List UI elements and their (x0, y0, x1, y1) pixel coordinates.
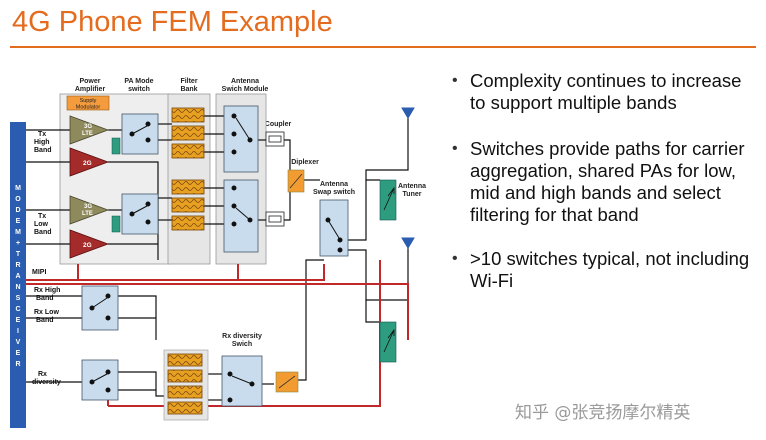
watermark: 知乎 @张竞扬摩尔精英 (515, 403, 691, 423)
label-antenna-switch-module: Antenna (231, 78, 259, 85)
bullet-switch-count: >10 switches typical, not including Wi-F… (452, 248, 762, 292)
supply-modulator (66, 95, 110, 111)
slide-title: 4G Phone FEM Example (12, 6, 333, 38)
antenna-tuner-main (379, 179, 397, 221)
label-pa-mode-switch-2: switch (128, 86, 150, 93)
bullet-complexity: Complexity continues to increase to supp… (452, 70, 762, 114)
pa-mode-switch-low (121, 193, 159, 235)
pa-match-low (111, 215, 121, 233)
rx-diversity-pre-switch (81, 359, 119, 401)
pa-high-2g-label: 2G (83, 160, 92, 167)
antenna-switch-low (223, 179, 259, 253)
diplexers (275, 169, 305, 393)
label-coupler: Coupler (265, 121, 292, 128)
switch-contacts (89, 113, 343, 403)
pa-match-high (111, 137, 121, 155)
label-antenna-swap: Antenna (320, 181, 348, 188)
label-filter-bank-2: Bank (180, 86, 197, 93)
antenna-swap-switch (319, 199, 349, 257)
pa-low-3g (69, 195, 110, 225)
fem-block-diagram: Power Amplifier PA Mode switch Filter Ba… (10, 78, 426, 428)
filter-bank (163, 107, 209, 421)
label-power-amplifier: Power (79, 78, 100, 85)
pa-high-2g (69, 147, 110, 177)
filter-bank-box (167, 93, 211, 265)
section-labels: Power Amplifier PA Mode switch Filter Ba… (75, 78, 426, 348)
antenna-tuners (379, 179, 397, 363)
pa-mode-switch-high (121, 113, 159, 155)
supply-modulator-label: Supply (80, 98, 97, 104)
rx-diversity-switch (221, 355, 263, 407)
label-antenna-swap-2: Swap switch (313, 189, 355, 196)
label-power-amplifier-2: Amplifier (75, 86, 106, 93)
antenna-diversity-icon (401, 237, 415, 249)
title-divider (10, 46, 756, 48)
label-diplexer: Diplexer (291, 159, 319, 166)
label-antenna-switch-module-2: Swich Module (222, 86, 269, 93)
modem-transceiver-bar (10, 122, 26, 428)
antennas (401, 107, 415, 249)
rx-high-switch (81, 285, 119, 331)
pa-high-3g (69, 115, 110, 145)
port-mipi: MIPI (32, 269, 46, 276)
pa-low-2g (69, 229, 110, 259)
couplers (265, 131, 285, 227)
label-antenna-tuner-2: Tuner (403, 191, 422, 198)
antenna-switch-high (223, 105, 259, 173)
supply-modulator-label-2: Modulator (76, 105, 101, 111)
bullet-switches: Switches provide paths for carrier aggre… (452, 138, 762, 226)
bullet-list: Complexity continues to increase to supp… (452, 70, 762, 316)
label-rx-diversity: Rx diversity (222, 333, 262, 340)
switch-boxes (81, 105, 349, 407)
signal-lines (26, 110, 409, 401)
label-filter-bank: Filter (180, 78, 197, 85)
label-antenna-tuner: Antenna (398, 183, 426, 190)
label-pa-mode-switch: PA Mode (124, 78, 153, 85)
antenna-tuner-diversity (379, 321, 397, 363)
antenna-main-icon (401, 107, 415, 119)
pa-low-2g-label: 2G (83, 242, 92, 249)
label-rx-diversity-2: Swich (232, 341, 252, 348)
